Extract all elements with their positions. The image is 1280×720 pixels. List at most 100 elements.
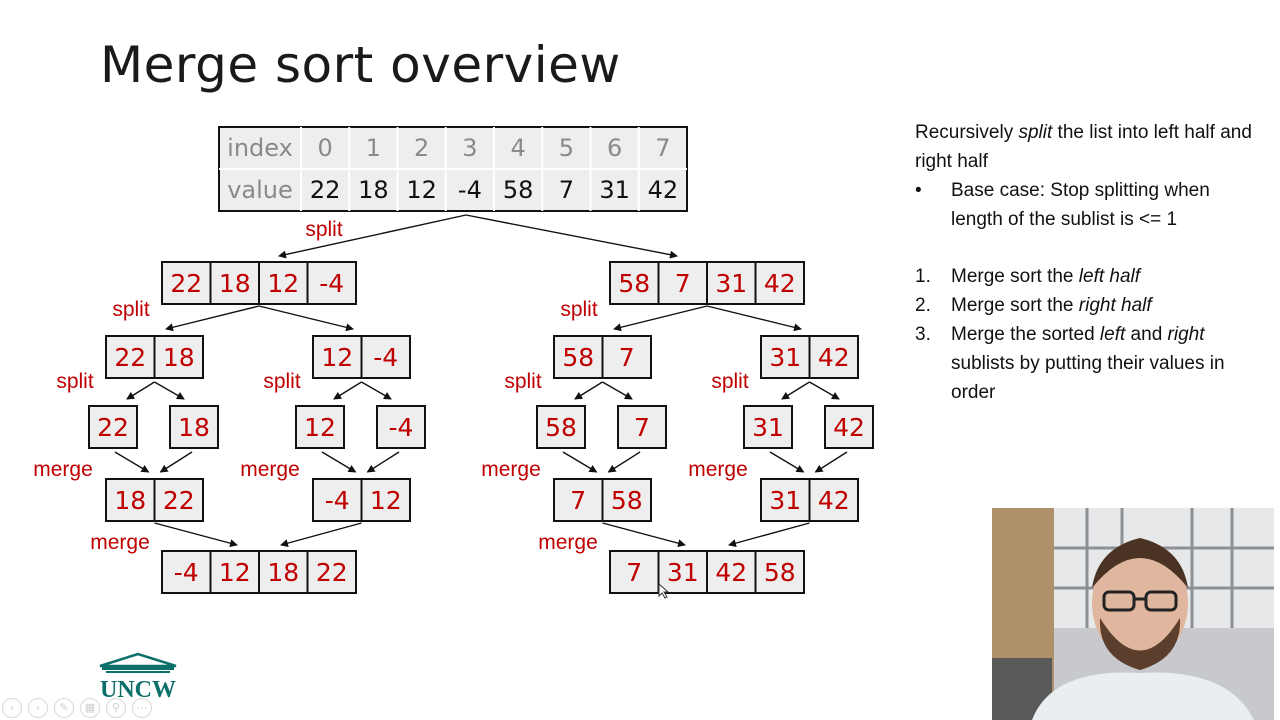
list-cell: 18 bbox=[163, 343, 195, 372]
list-cell: 42 bbox=[764, 269, 796, 298]
steps-list: 1.Merge sort the left half 2.Merge sort … bbox=[915, 262, 1265, 407]
base-case-list: Base case: Stop splitting when length of… bbox=[915, 176, 1265, 234]
list-cell: 12 bbox=[370, 486, 402, 515]
next-slide-icon[interactable]: › bbox=[28, 698, 48, 718]
flow-arrow bbox=[159, 451, 193, 473]
merge-label: merge bbox=[90, 531, 150, 554]
list-cell: 7 bbox=[675, 269, 691, 298]
flow-arrow bbox=[574, 381, 603, 400]
intro-text: Recursively split the list into left hal… bbox=[915, 122, 1252, 172]
split-label: split bbox=[504, 370, 542, 393]
split-level-1-box: 22 18 12 -4 bbox=[161, 261, 357, 305]
split-label: split bbox=[711, 370, 749, 393]
flow-arrow bbox=[613, 305, 708, 332]
split-level-2-box: 31 42 bbox=[760, 335, 859, 379]
split-label: split bbox=[263, 370, 301, 393]
pen-icon[interactable]: ✎ bbox=[54, 698, 74, 718]
zoom-icon[interactable]: ⚲ bbox=[106, 698, 126, 718]
flow-arrow bbox=[321, 451, 357, 473]
list-cell: 18 bbox=[267, 558, 299, 587]
merge-level-1-box: 31 42 bbox=[760, 478, 859, 522]
table-value-cell: -4 bbox=[458, 176, 482, 204]
singleton-box: 58 bbox=[536, 405, 586, 449]
singleton-box: 12 bbox=[295, 405, 345, 449]
split-level-2-box: 12-4 bbox=[312, 335, 411, 379]
list-cell: 12 bbox=[304, 413, 336, 442]
flow-arrow bbox=[706, 305, 802, 332]
merge-level-1-box: -4 12 bbox=[312, 478, 411, 522]
flow-arrow bbox=[781, 381, 810, 400]
table-value-cell: 42 bbox=[648, 176, 679, 204]
flow-arrow bbox=[366, 451, 400, 473]
flow-arrow bbox=[278, 214, 467, 259]
table-value-cell: 58 bbox=[503, 176, 534, 204]
list-cell: 31 bbox=[769, 343, 801, 372]
list-cell: 22 bbox=[170, 269, 202, 298]
slides-grid-icon[interactable]: ▦ bbox=[80, 698, 100, 718]
flow-arrow bbox=[809, 381, 840, 400]
flow-arrow bbox=[280, 522, 362, 548]
step-1: 1.Merge sort the left half bbox=[915, 266, 1141, 287]
flow-arrow bbox=[602, 522, 686, 548]
flow-arrow bbox=[126, 381, 155, 400]
list-cell: -4 bbox=[319, 269, 344, 298]
list-cell: 12 bbox=[267, 269, 299, 298]
flow-arrow bbox=[114, 451, 150, 473]
singleton-box: 18 bbox=[169, 405, 219, 449]
list-cell: 58 bbox=[545, 413, 577, 442]
merge-label: merge bbox=[33, 458, 93, 481]
flow-arrow bbox=[728, 522, 810, 548]
slide-title: Merge sort overview bbox=[100, 36, 621, 94]
list-cell: 31 bbox=[715, 269, 747, 298]
split-label: split bbox=[560, 298, 598, 321]
table-index-cell: 3 bbox=[462, 134, 477, 162]
flow-arrow bbox=[465, 214, 678, 259]
table-index-cell: 5 bbox=[559, 134, 574, 162]
flow-arrow bbox=[562, 451, 598, 473]
table-value-cell: 12 bbox=[406, 176, 437, 204]
list-cell: 31 bbox=[769, 486, 801, 515]
list-cell: 42 bbox=[818, 343, 850, 372]
merge-label: merge bbox=[538, 531, 598, 554]
flow-arrow bbox=[154, 522, 238, 548]
table-index-cell: 1 bbox=[366, 134, 381, 162]
list-cell: -4 bbox=[389, 413, 414, 442]
merge-label: merge bbox=[481, 458, 541, 481]
list-cell: 22 bbox=[316, 558, 348, 587]
step-3: 3.Merge the sorted left and right sublis… bbox=[915, 324, 1225, 403]
singleton-box: 7 bbox=[617, 405, 667, 449]
list-cell: 18 bbox=[178, 413, 210, 442]
flow-arrow bbox=[602, 381, 633, 400]
table-row-label: value bbox=[227, 176, 293, 204]
list-cell: -4 bbox=[325, 486, 350, 515]
table-index-cell: 7 bbox=[655, 134, 670, 162]
webcam-presenter-video bbox=[992, 508, 1274, 720]
emphasis-split: split bbox=[1018, 122, 1053, 143]
list-cell: 22 bbox=[97, 413, 129, 442]
table-value-cell: 7 bbox=[559, 176, 574, 204]
uncw-logo: UNCW bbox=[99, 652, 177, 702]
table-index-cell: 2 bbox=[414, 134, 429, 162]
merge-label: merge bbox=[688, 458, 748, 481]
list-cell: 22 bbox=[114, 343, 146, 372]
list-cell: 42 bbox=[833, 413, 865, 442]
list-cell: 7 bbox=[634, 413, 650, 442]
list-cell: 42 bbox=[818, 486, 850, 515]
merge-label: merge bbox=[240, 458, 300, 481]
list-cell: 18 bbox=[219, 269, 251, 298]
flow-arrow bbox=[165, 305, 260, 332]
list-cell: 58 bbox=[562, 343, 594, 372]
list-cell: 7 bbox=[626, 558, 642, 587]
split-level-2-box: 22 18 bbox=[105, 335, 204, 379]
table-index-cell: 0 bbox=[317, 134, 332, 162]
split-label: split bbox=[112, 298, 150, 321]
table-index-cell: 4 bbox=[510, 134, 525, 162]
singleton-box: 22 bbox=[88, 405, 138, 449]
more-options-icon[interactable]: ⋯ bbox=[132, 698, 152, 718]
prev-slide-icon[interactable]: ‹ bbox=[2, 698, 22, 718]
explanation-notes: Recursively split the list into left hal… bbox=[915, 118, 1265, 407]
